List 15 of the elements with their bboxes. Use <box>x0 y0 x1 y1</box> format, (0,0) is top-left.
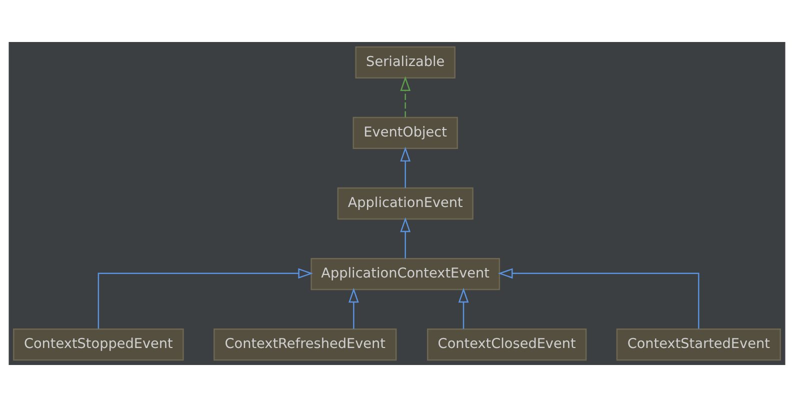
arrow <box>98 268 314 329</box>
node-box: ApplicationEvent <box>337 187 474 220</box>
node-box: ContextClosedEvent <box>427 328 587 361</box>
node-box: ContextStartedEvent <box>616 328 781 361</box>
node-box: ContextStoppedEvent <box>13 328 184 361</box>
arrow <box>498 268 700 329</box>
node-box: Serializable <box>355 46 456 78</box>
node-box: EventObject <box>352 116 458 150</box>
arrow <box>400 146 411 188</box>
arrow <box>400 76 411 118</box>
arrow <box>400 217 411 258</box>
arrow <box>348 288 359 329</box>
arrow <box>458 288 469 329</box>
node-box: ContextRefreshedEvent <box>214 328 397 361</box>
node-box: ApplicationContextEvent <box>310 258 500 290</box>
